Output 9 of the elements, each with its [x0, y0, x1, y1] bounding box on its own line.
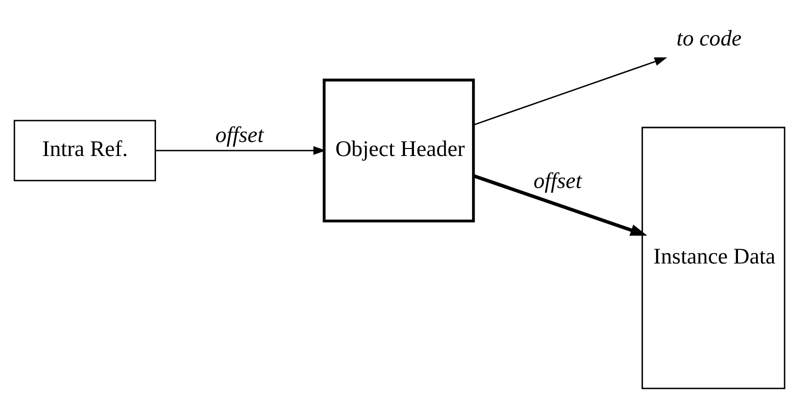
edge-label: offset — [215, 121, 264, 146]
arrow — [473, 56, 668, 126]
node-text: to code — [676, 25, 742, 50]
arrow — [156, 146, 326, 154]
edge-label: offset — [533, 167, 582, 192]
node-box: Object Header — [322, 78, 475, 222]
arrow — [473, 174, 648, 236]
node-box: Instance Data — [642, 126, 786, 389]
node-box: Intra Ref. — [14, 119, 156, 181]
